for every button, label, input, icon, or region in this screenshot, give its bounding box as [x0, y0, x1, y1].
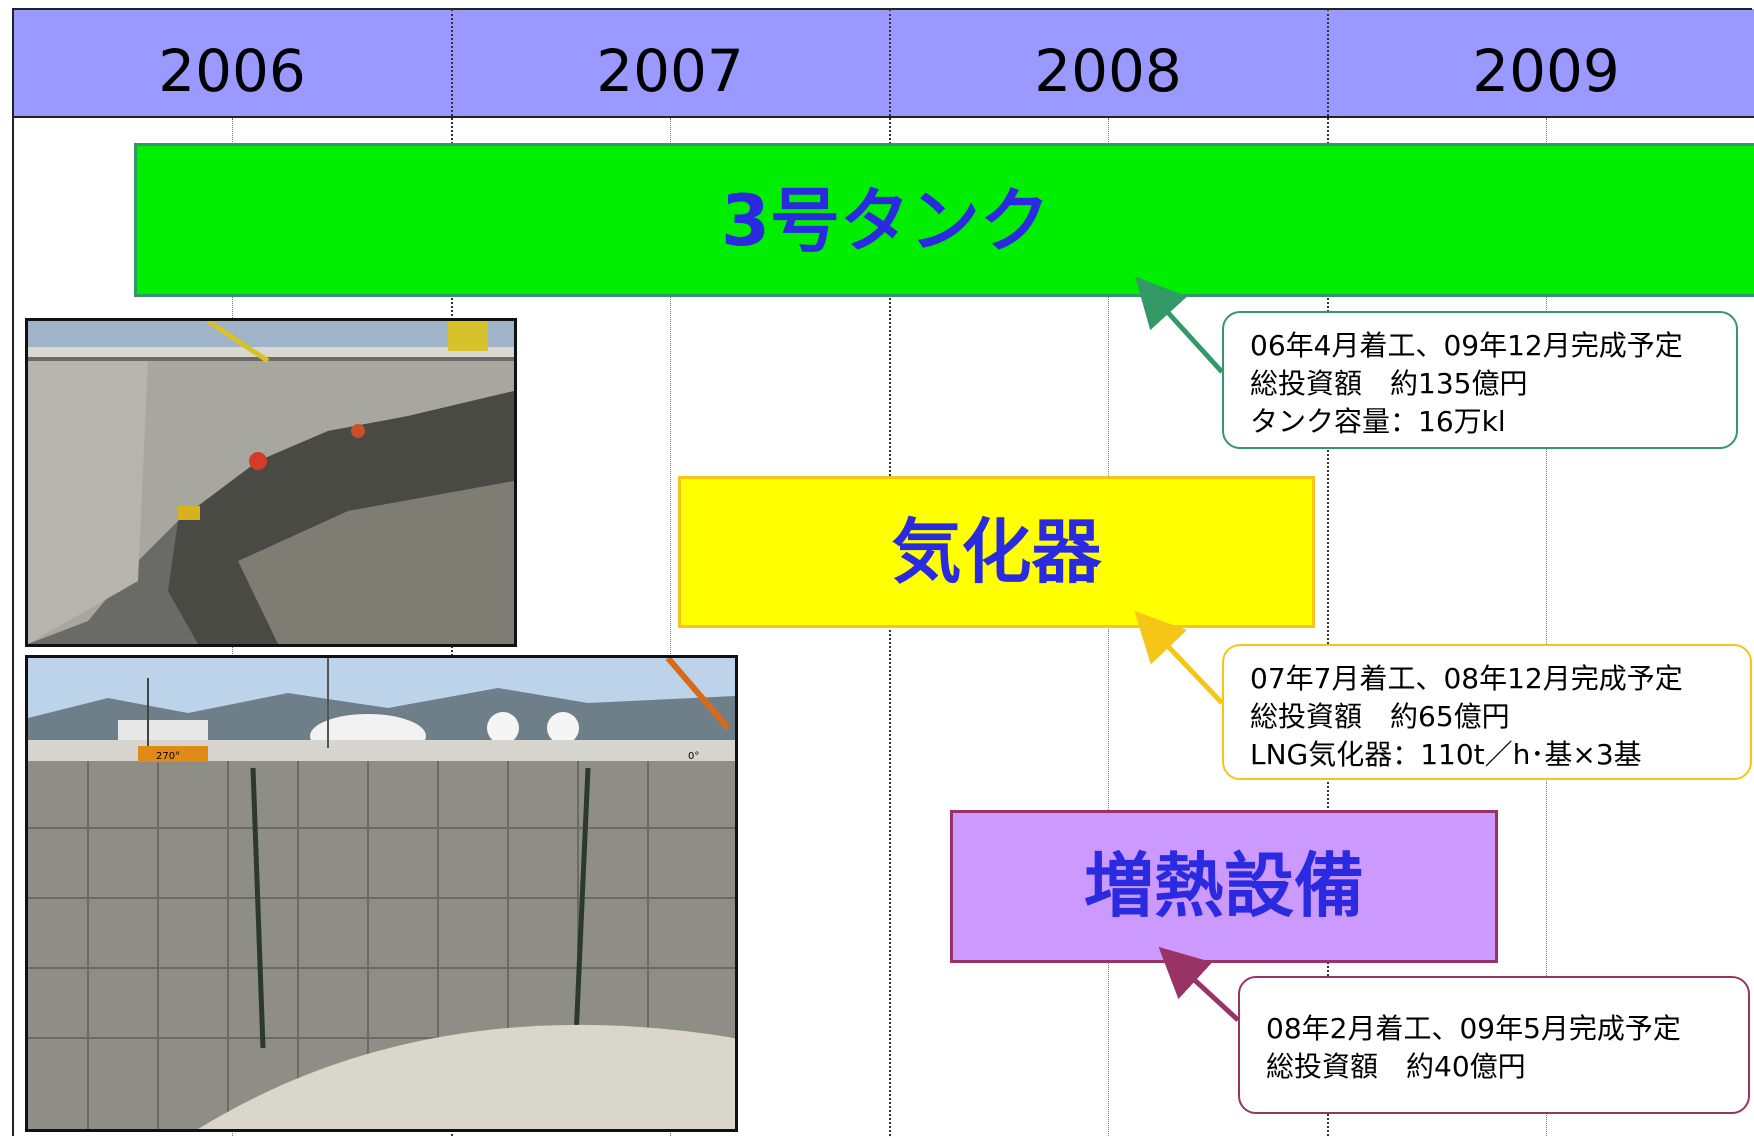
- year-2009: 2009: [1472, 37, 1620, 105]
- year-2008: 2008: [1034, 37, 1182, 105]
- vaporizer-bar: 気化器: [678, 476, 1315, 628]
- photo-marker-0: 0°: [688, 751, 699, 762]
- half-year-divider: [1546, 118, 1547, 1136]
- vaporizer-callout: 07年7月着工、08年12月完成予定 総投資額 約65億円 LNG気化器：110…: [1222, 644, 1752, 780]
- tank-interior-photo: 270° 0°: [25, 655, 738, 1132]
- year-divider: [1327, 9, 1329, 1136]
- tank-bar: 3号タンク: [134, 143, 1754, 297]
- half-year-divider: [670, 118, 671, 1136]
- year-2006: 2006: [158, 37, 306, 105]
- vaporizer-bar-label: 気化器: [891, 511, 1102, 593]
- heater-bar: 増熱設備: [950, 810, 1498, 963]
- vaporizer-callout-line: LNG気化器：110t／h･基×3基: [1250, 738, 1642, 771]
- year-header: 2006 2007 2008 2009: [13, 9, 1754, 118]
- vaporizer-callout-line: 総投資額 約65億円: [1250, 700, 1510, 733]
- vaporizer-callout-line: 07年7月着工、08年12月完成予定: [1250, 662, 1683, 695]
- heater-callout-line: 総投資額 約40億円: [1266, 1050, 1526, 1083]
- tank-callout: 06年4月着工、09年12月完成予定 総投資額 約135億円 タンク容量：16万…: [1222, 311, 1738, 449]
- year-2007: 2007: [596, 37, 744, 105]
- tank-excavation-photo: [25, 318, 517, 647]
- tank-callout-line: 総投資額 約135億円: [1250, 367, 1528, 400]
- heater-callout: 08年2月着工、09年5月完成予定 総投資額 約40億円: [1238, 976, 1750, 1114]
- heater-callout-line: 08年2月着工、09年5月完成予定: [1266, 1012, 1681, 1045]
- tank-callout-line: 06年4月着工、09年12月完成予定: [1250, 329, 1683, 362]
- timeline-frame: [12, 8, 1752, 1136]
- tank-bar-label: 3号タンク: [721, 180, 1050, 262]
- tank-callout-line: タンク容量：16万kl: [1250, 405, 1506, 438]
- photo-marker-270: 270°: [156, 751, 180, 762]
- heater-bar-label: 増熱設備: [1084, 845, 1364, 927]
